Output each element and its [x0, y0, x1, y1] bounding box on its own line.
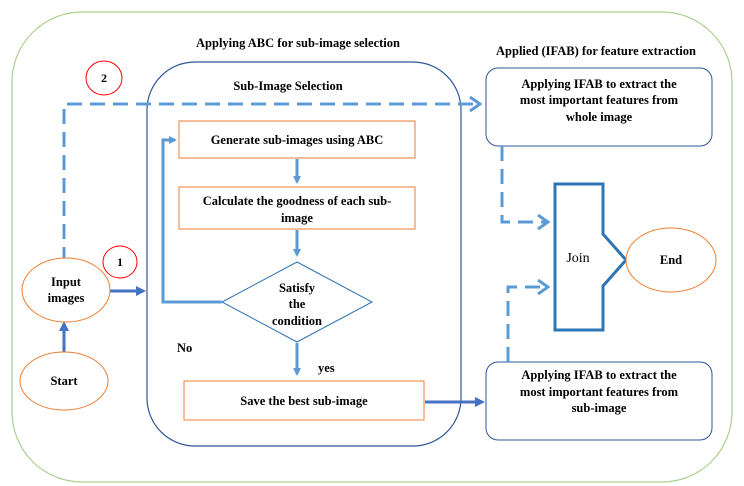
calculate-goodness-box [178, 186, 416, 230]
ifab-sub-label-line3: sub-image [572, 401, 627, 415]
path-marker-1-label: 1 [117, 255, 123, 269]
ifab-sub-image-box [485, 361, 713, 441]
path-marker-2-label: 2 [101, 71, 107, 85]
edge-label-yes: yes [318, 361, 335, 375]
generate-sub-images-label: Generate sub-images using ABC [211, 133, 384, 147]
start-node [19, 351, 109, 411]
arrow-loop-back-no [161, 136, 222, 304]
input-images-node [21, 257, 111, 323]
join-block-arrow [553, 182, 629, 332]
ifab-sub-label-line2: most important features from [520, 385, 679, 399]
ifab-whole-label-line1: Applying IFAB to extract the [521, 77, 677, 91]
start-label: Start [50, 374, 78, 388]
edge-label-no: No [177, 341, 192, 355]
ifab-sub-label-line1: Applying IFAB to extract the [521, 368, 677, 382]
dashed-path-whole-image [62, 104, 480, 262]
ifab-whole-image-box [485, 67, 713, 147]
end-node [625, 227, 717, 293]
dashed-path-whole-to-join [500, 146, 548, 222]
decision-label-line3: condition [272, 314, 322, 328]
decision-diamond [220, 261, 374, 343]
input-images-label-line1: Input [51, 275, 82, 289]
calculate-goodness-label-line2: image [281, 211, 313, 225]
input-images-label-line2: images [48, 291, 85, 305]
decision-label-line1: Satisfy [279, 281, 316, 295]
decision-label-line2: the [289, 297, 306, 311]
ifab-whole-label-line2: most important features from [520, 93, 679, 107]
ifab-whole-label-line3: whole image [566, 110, 633, 124]
save-best-sub-image-label: Save the best sub-image [240, 394, 368, 408]
generate-sub-images-box [178, 120, 416, 159]
dashed-path-sub-to-join [506, 287, 548, 362]
calculate-goodness-label-line1: Calculate the goodness of each sub- [203, 194, 392, 208]
title-abc-selection: Applying ABC for sub-image selection [196, 36, 400, 50]
outer-container [11, 11, 733, 483]
join-label: Join [566, 251, 589, 266]
title-ifab-extraction: Applied (IFAB) for feature extraction [496, 44, 696, 58]
end-label: End [660, 253, 682, 267]
path-marker-2: 2 [85, 60, 123, 96]
path-marker-1: 1 [102, 245, 138, 279]
save-best-sub-image-box [183, 380, 425, 421]
sub-image-selection-panel [146, 61, 462, 447]
title-sub-image-selection: Sub-Image Selection [233, 79, 342, 93]
